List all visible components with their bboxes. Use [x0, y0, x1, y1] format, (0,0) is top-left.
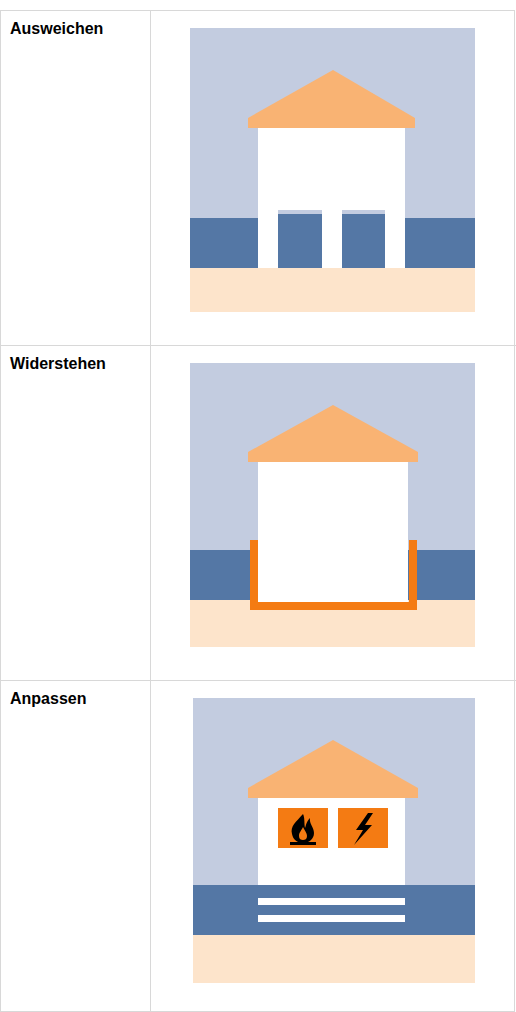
- stilt-house-picture: [190, 28, 475, 312]
- row-label: Widerstehen: [10, 355, 106, 373]
- table-grid: [0, 10, 516, 1012]
- sealed-house-picture: [190, 363, 475, 647]
- adapted-house-picture: [193, 698, 475, 983]
- row-label: Anpassen: [10, 690, 86, 708]
- row-label: Ausweichen: [10, 20, 103, 38]
